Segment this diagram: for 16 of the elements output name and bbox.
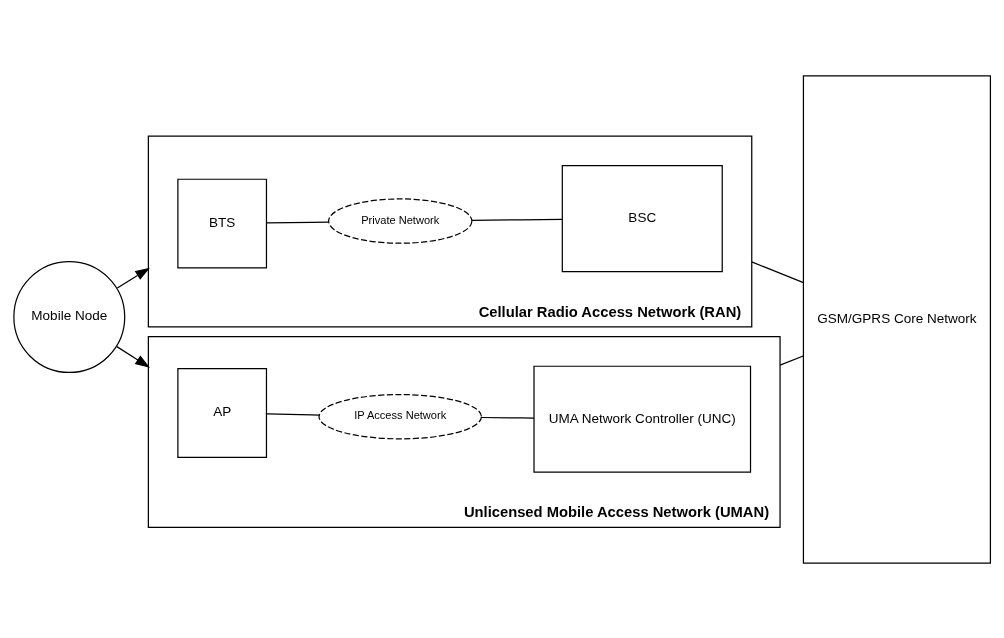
node-box: GSM/GPRS Core Network [802, 74, 992, 564]
connector [779, 354, 804, 366]
node-ellipse: Private Network [328, 197, 473, 244]
connector [266, 220, 330, 224]
node-box: BSC [561, 164, 723, 272]
connector [471, 218, 563, 221]
node-box: AP [177, 367, 268, 458]
connector [751, 260, 805, 283]
node-ellipse: IP Access Network [318, 393, 483, 439]
node-box: UMA Network Controller (UNC) [533, 365, 752, 473]
node-box: BTS [177, 178, 268, 268]
arrow [116, 345, 150, 368]
arrow [116, 267, 150, 289]
connector [266, 412, 321, 416]
node-circle: Mobile Node [13, 260, 126, 373]
connector [480, 416, 535, 419]
